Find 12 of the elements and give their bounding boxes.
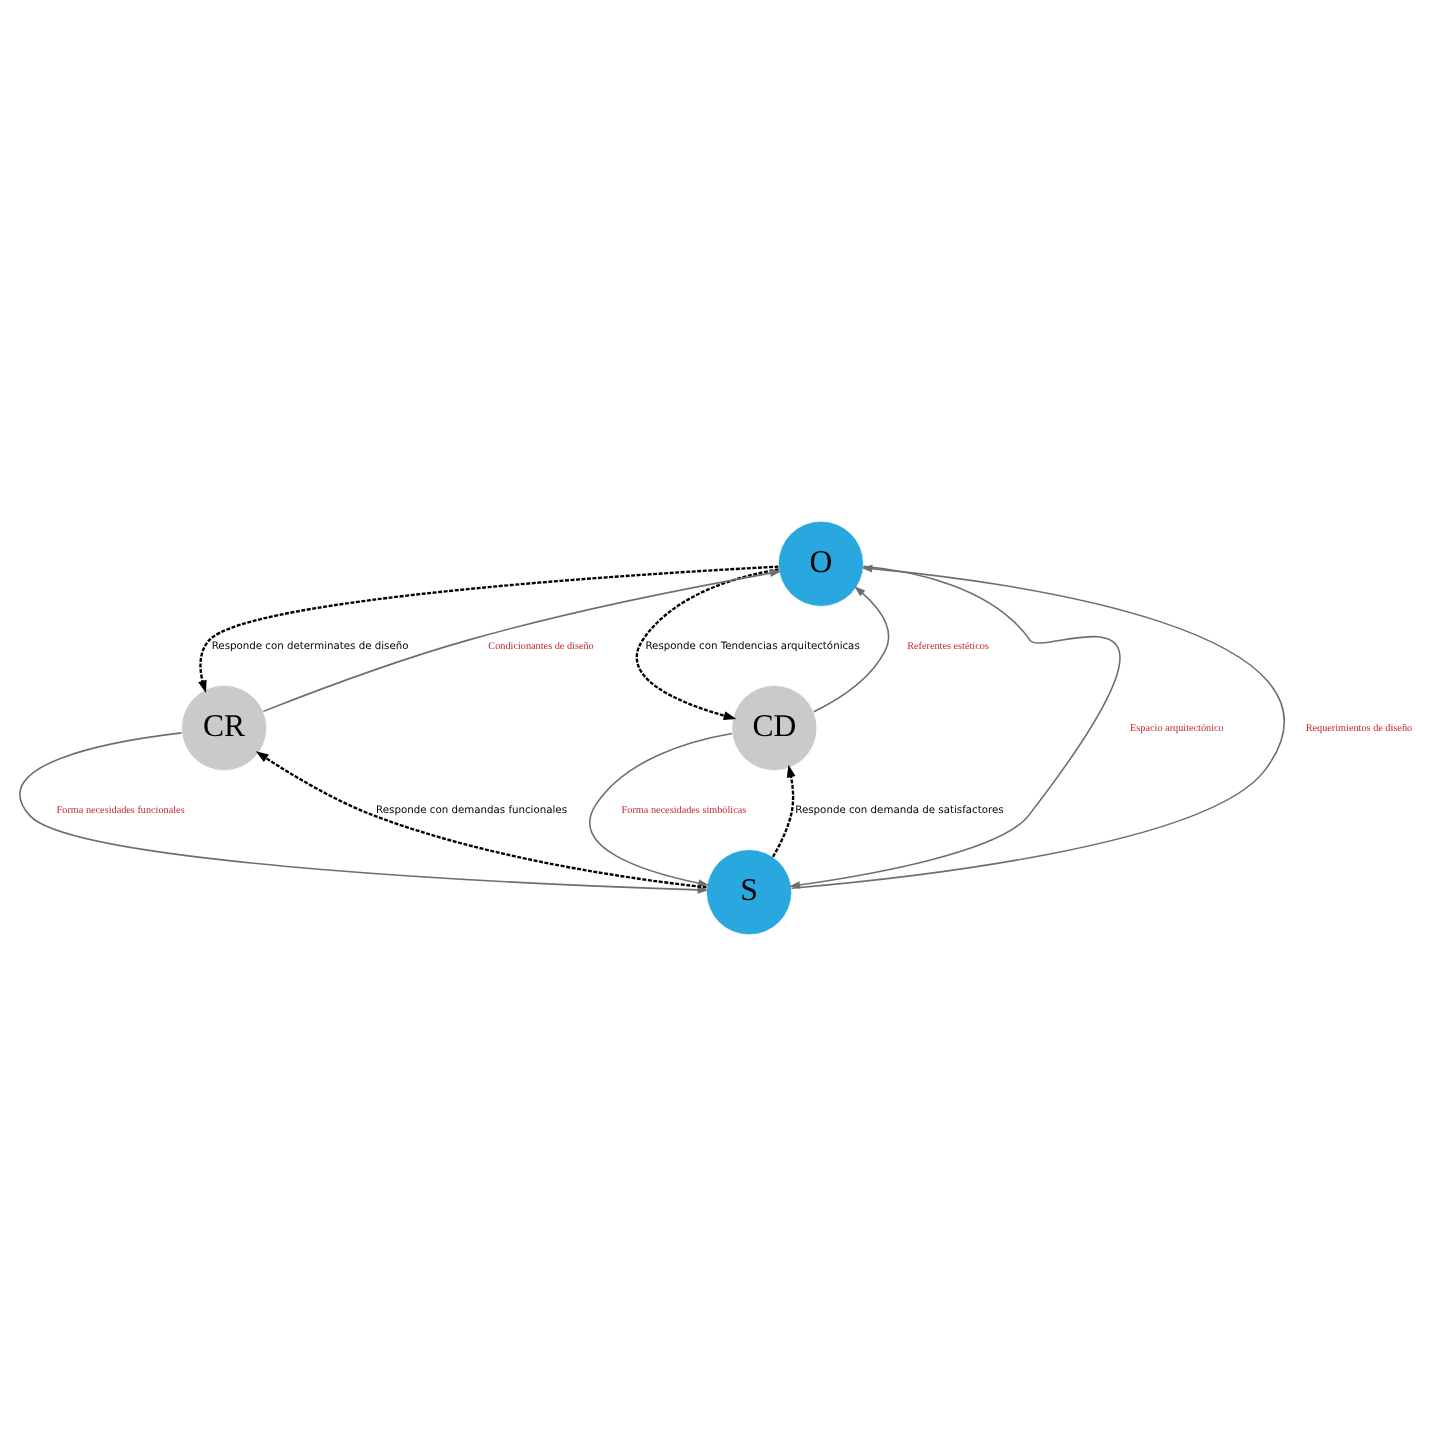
- arrow: [198, 565, 779, 694]
- arrow: [788, 565, 1121, 889]
- arrow: [813, 586, 890, 713]
- arrow: [790, 564, 1284, 889]
- arrow: [19, 732, 709, 894]
- node-circle: S: [706, 849, 793, 936]
- node-circle: CD: [731, 684, 818, 772]
- arrow: [635, 568, 779, 720]
- arrow: [255, 751, 707, 889]
- arrow: [589, 732, 733, 887]
- arrow: [772, 764, 796, 858]
- arrow: [262, 569, 782, 713]
